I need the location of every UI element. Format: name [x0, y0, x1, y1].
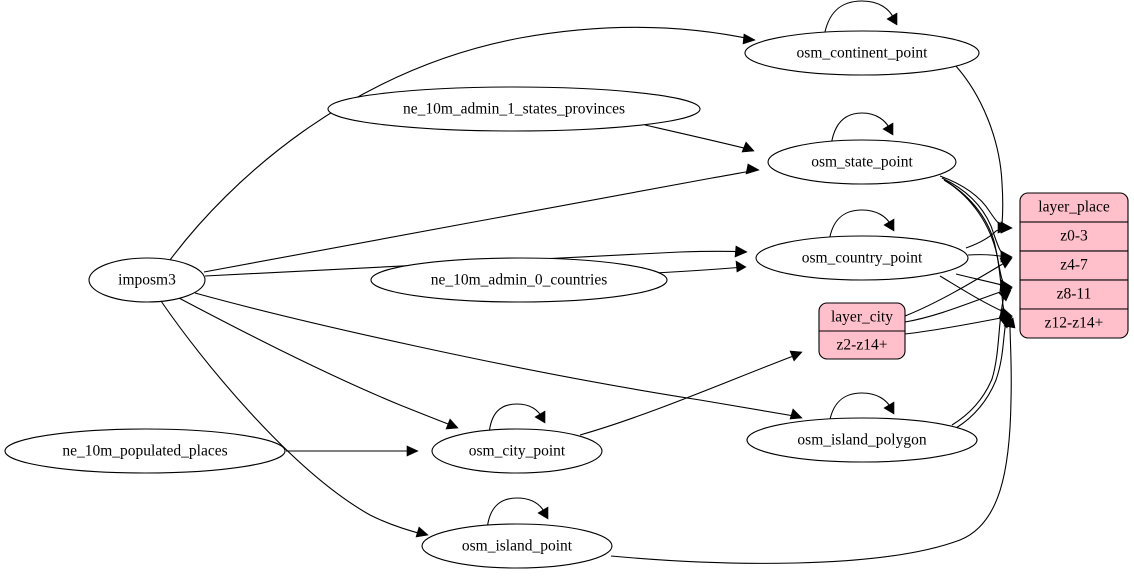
- edge-layer-city-to-layer-place-z12: [904, 310, 1013, 335]
- edge-imposm3-to-osm-city-point: [176, 296, 459, 430]
- edge-imposm3-to-osm-state-point: [203, 163, 760, 273]
- node-osm-continent-point[interactable]: osm_continent_point: [744, 30, 980, 76]
- edge-layer-city-to-layer-place-z4-7: [904, 257, 1013, 317]
- edge-imposm3-to-osm-island-point: [160, 300, 429, 538]
- node-imposm3[interactable]: imposm3: [88, 257, 206, 303]
- node-osm-country-point[interactable]: osm_country_point: [755, 235, 969, 281]
- record-layer-place-z8-11-cell[interactable]: [1019, 279, 1129, 310]
- edge-self-loop-osm-island-polygon: [828, 392, 895, 426]
- edge-imposm3-to-osm-continent-point: [169, 26, 756, 261]
- edge-self-loop-osm-state-point: [830, 112, 894, 147]
- edge-osm-city-point-to-layer-city: [579, 350, 803, 436]
- record-layer-place-z4-7-cell[interactable]: [1019, 250, 1129, 281]
- edge-ne-populated-to-osm-city-point: [286, 445, 419, 457]
- record-layer-city-header-cell[interactable]: [818, 302, 906, 332]
- record-layer-place-z12-cell[interactable]: [1019, 308, 1129, 339]
- edge-ne-admin1-to-osm-state-point: [644, 124, 755, 153]
- edge-osm-island-point-to-layer-place-z12: [610, 317, 1016, 564]
- node-osm-island-point[interactable]: osm_island_point: [421, 523, 613, 569]
- edge-osm-state-point-to-layer-place-z8-11: [943, 179, 1013, 292]
- edge-self-loop-osm-island-point: [486, 497, 549, 531]
- edge-layer: [160, 0, 1016, 564]
- edge-osm-island-polygon-to-layer-place-z8-11: [951, 289, 1012, 426]
- edge-osm-country-point-to-layer-place-z0-3: [965, 221, 1013, 249]
- edge-imposm3-to-osm-country-point: [204, 245, 748, 277]
- edge-osm-continent-point-to-layer-place-z0-3: [954, 64, 1011, 234]
- edge-layer-city-to-layer-place-z8-11: [904, 284, 1013, 323]
- edge-self-loop-osm-continent-point: [823, 0, 898, 38]
- record-layer-place[interactable]: layer_place z0-3 z4-7 z8-11 z12-z14+: [1019, 192, 1129, 339]
- node-osm-state-point[interactable]: osm_state_point: [767, 139, 957, 185]
- node-layer: imposm3 ne_10m_admin_1_states_provinces …: [4, 30, 980, 569]
- edge-ne-admin0-to-osm-country-point: [654, 260, 747, 274]
- node-ne-10m-admin-0-countries[interactable]: ne_10m_admin_0_countries: [370, 257, 668, 303]
- edge-osm-island-polygon-to-layer-place-z12: [955, 316, 1013, 429]
- record-layer-place-z0-3-cell[interactable]: [1019, 221, 1129, 252]
- record-layer-city-z2-cell[interactable]: [818, 330, 906, 360]
- edge-imposm3-to-osm-island-polygon: [194, 292, 803, 420]
- node-ne-10m-admin-1-states-provinces[interactable]: ne_10m_admin_1_states_provinces: [327, 86, 701, 132]
- record-layer-city[interactable]: layer_city z2-z14+: [818, 302, 906, 360]
- record-layer-place-header-cell[interactable]: [1019, 192, 1129, 223]
- edge-self-loop-osm-country-point: [828, 209, 895, 243]
- node-osm-island-polygon[interactable]: osm_island_polygon: [746, 417, 978, 463]
- node-osm-city-point[interactable]: osm_city_point: [431, 428, 603, 474]
- edge-self-loop-osm-city-point: [488, 403, 546, 435]
- node-ne-10m-populated-places[interactable]: ne_10m_populated_places: [4, 428, 286, 474]
